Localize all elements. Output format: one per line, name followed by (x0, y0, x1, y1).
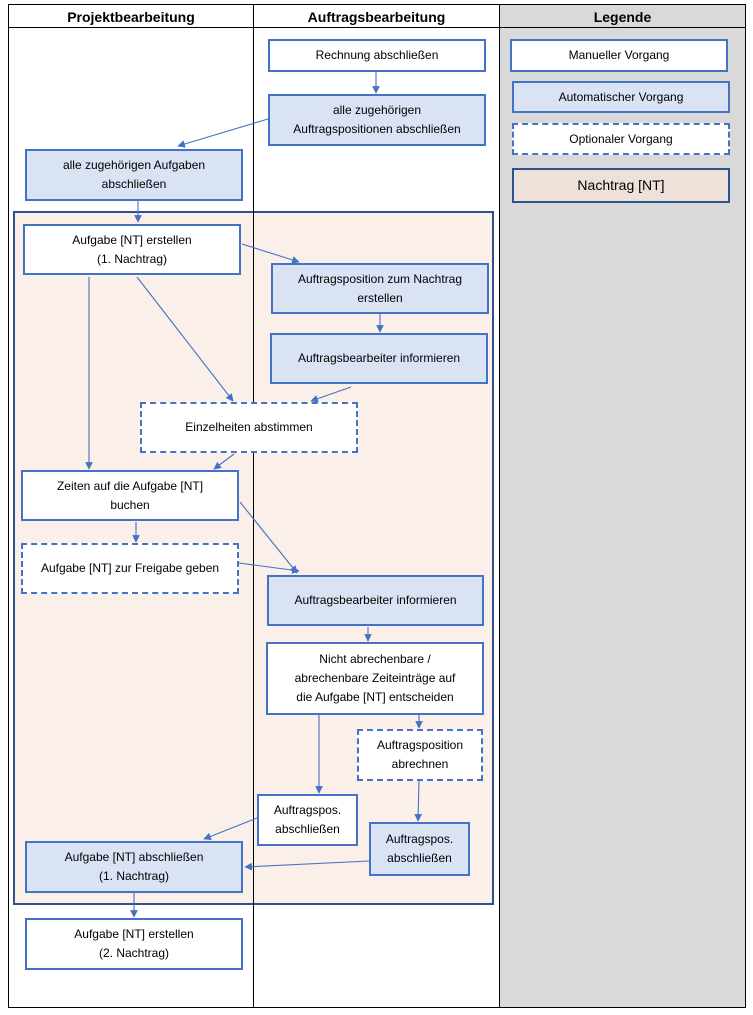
table-left-border (8, 4, 9, 1008)
column-header-auftragsbearbeitung: Auftragsbearbeitung (307, 9, 446, 25)
legend-optional-process: Optionaler Vorgang (512, 123, 730, 155)
node-rechnung-abschliessen: Rechnung abschließen (268, 39, 486, 72)
table-right-border (745, 4, 746, 1008)
legend-manual-process: Manueller Vorgang (510, 39, 728, 72)
arrow-auftragspositionen-to-aufgaben (177, 118, 269, 148)
node-auftragspositionen-abschliessen: alle zugehörigen Auftragspositionen absc… (268, 94, 486, 146)
legend-nachtrag: Nachtrag [NT] (512, 168, 730, 203)
node-einzelheiten-abstimmen: Einzelheiten abstimmen (140, 402, 358, 453)
node-zur-freigabe-geben: Aufgabe [NT] zur Freigabe geben (21, 543, 239, 594)
table-bottom-border (8, 1007, 746, 1008)
node-aufgaben-abschliessen: alle zugehörigen Aufgaben abschließen (25, 149, 243, 201)
node-auftragspos-abschliessen-1: Auftragspos. abschließen (257, 794, 358, 846)
legend-automatic-process: Automatischer Vorgang (512, 81, 730, 113)
node-aufgabe-nt-abschliessen: Aufgabe [NT] abschließen (1. Nachtrag) (25, 841, 243, 893)
column-header-legende: Legende (593, 9, 652, 25)
column-divider-2 (499, 4, 500, 1008)
node-auftragsbearbeiter-informieren-1: Auftragsbearbeiter informieren (270, 333, 488, 384)
table-top-border (8, 4, 746, 5)
node-auftragsposition-abrechnen: Auftragsposition abrechnen (357, 729, 483, 781)
column-header-projektbearbeitung: Projektbearbeitung (67, 9, 195, 25)
node-zeiteintraege-entscheiden: Nicht abrechenbare / abrechenbare Zeitei… (266, 642, 484, 715)
node-auftragsbearbeiter-informieren-2: Auftragsbearbeiter informieren (267, 575, 484, 626)
table-header-divider (8, 27, 746, 28)
node-aufgabe-nt-erstellen-1: Aufgabe [NT] erstellen (1. Nachtrag) (23, 224, 241, 275)
node-zeiten-buchen: Zeiten auf die Aufgabe [NT] buchen (21, 470, 239, 521)
node-aufgabe-nt-erstellen-2: Aufgabe [NT] erstellen (2. Nachtrag) (25, 918, 243, 970)
column-divider-1 (253, 4, 254, 1008)
node-auftragsposition-nachtrag-erstellen: Auftragsposition zum Nachtrag erstellen (271, 263, 489, 314)
node-auftragspos-abschliessen-2: Auftragspos. abschließen (369, 822, 470, 876)
